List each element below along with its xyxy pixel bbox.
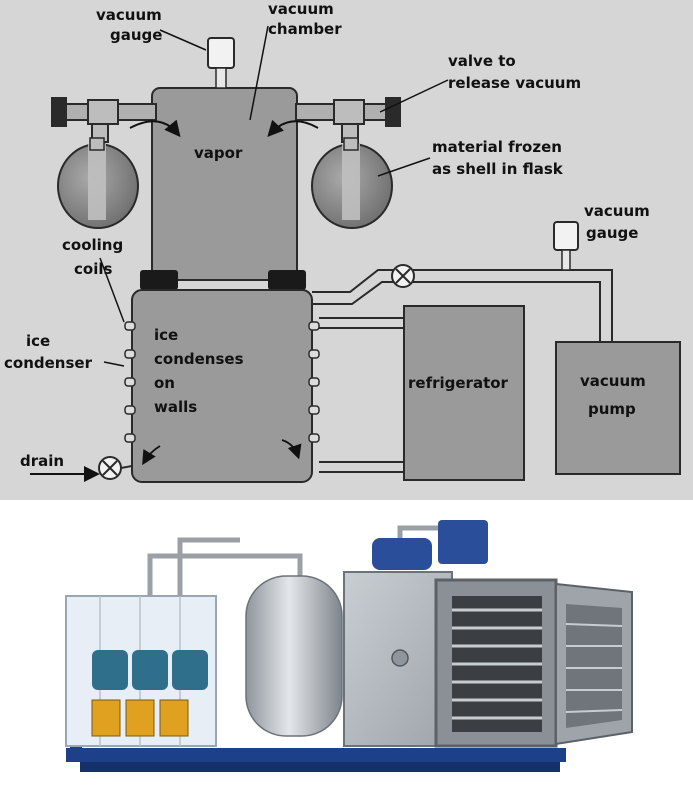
label-vapor: vapor xyxy=(194,144,243,162)
vacuum-gauge-top-icon xyxy=(208,38,234,68)
gasket-left xyxy=(140,270,178,290)
vacuum-gauge-right-icon xyxy=(554,222,578,250)
label-drain: drain xyxy=(20,452,64,470)
chamber-door-icon xyxy=(556,584,632,744)
freeze-dryer-photo xyxy=(0,500,693,798)
vacuum-chamber xyxy=(152,88,297,280)
freeze-dryer-diagram: vacuum gauge vacuum chamber valve to rel… xyxy=(0,0,693,500)
label-refrigerator: refrigerator xyxy=(408,374,509,392)
gasket-right xyxy=(268,270,306,290)
chamber-opening xyxy=(436,580,556,746)
condenser-tank xyxy=(246,576,342,736)
refrigerator-box xyxy=(404,306,524,480)
